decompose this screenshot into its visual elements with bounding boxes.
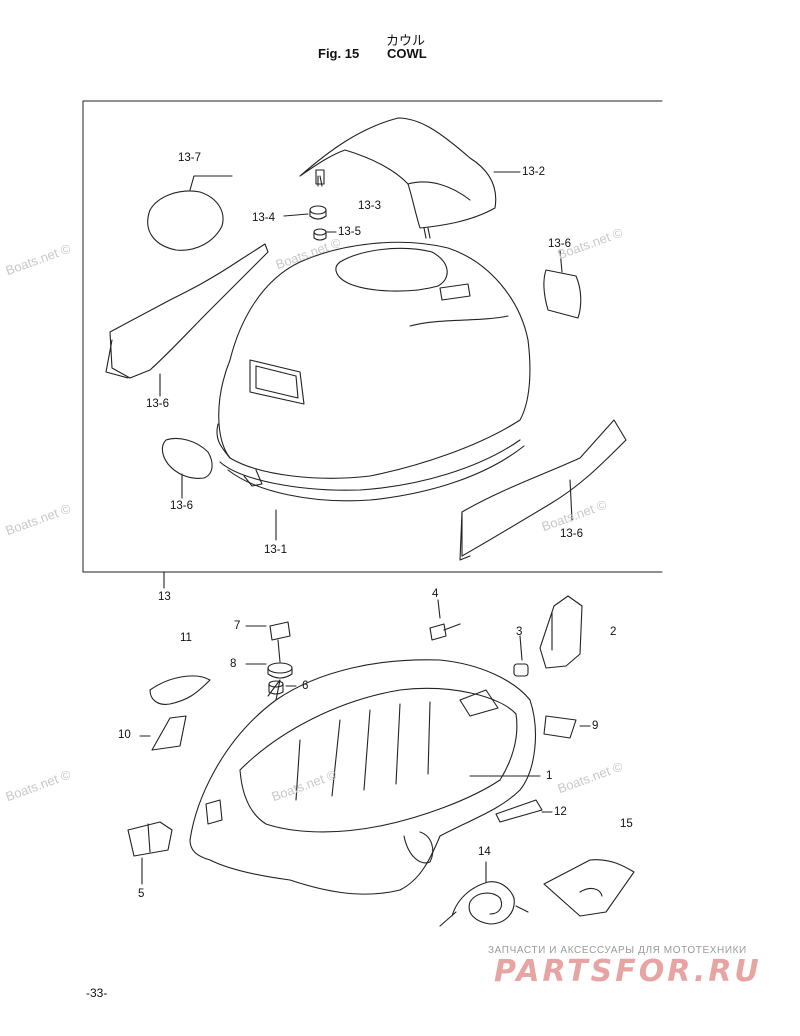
part-12-strip [495,799,543,823]
page-number: -33- [86,986,108,1000]
part-10-plate [151,715,187,751]
callout-8: 8 [230,658,237,670]
title-japanese: カウル [386,34,426,49]
part-8-washer [267,662,293,674]
part-15-bag [543,859,635,917]
part-13-4-washer [309,205,327,215]
callout-12: 12 [554,806,567,818]
callout-13-2: 13-2 [522,166,546,178]
brand-tagline: ЗАПЧАСТИ И АКСЕССУАРЫ ДЛЯ МОТОТЕХНИКИ [488,945,747,956]
callout-7: 7 [234,620,241,632]
group-13-frame [82,100,663,573]
callout-11: 11 [180,632,192,644]
part-13-6-right-decal [543,269,582,319]
callout-13-3: 13-3 [358,200,382,212]
callout-13-1: 13-1 [264,544,288,556]
callout-1: 1 [546,770,553,782]
callout-13-5: 13-5 [338,226,362,238]
callout-13: 13 [158,591,171,603]
part-7-bolt [269,621,291,663]
figure-title: COWL [387,46,427,61]
part-4-bolt [429,623,461,641]
callout-13-7: 13-7 [178,152,202,164]
part-1-lower-cowl [189,659,536,895]
part-13-2-handle-cover [299,117,497,229]
callout-10: 10 [118,729,131,741]
callout-13-6-side: 13-6 [170,500,194,512]
callout-15: 15 [620,818,633,830]
callout-6: 6 [302,680,309,692]
part-13-7-decal [147,190,224,251]
callout-13-6-left: 13-6 [146,398,170,410]
callout-13-6-right: 13-6 [548,238,572,250]
callout-13-4: 13-4 [252,212,276,224]
callout-13-6-bottom: 13-6 [560,528,584,540]
brand-logo: PARTSFOR.RU [494,954,762,989]
callout-5: 5 [138,888,145,900]
part-5-plug [127,821,173,857]
part-13-6-side-decal [161,437,213,479]
part-11-seal [149,675,211,705]
callout-2: 2 [610,626,617,638]
part-13-6-left-decal [109,243,269,379]
callout-9: 9 [592,720,599,732]
cowl-window [249,359,305,405]
part-3-grommet [513,663,529,677]
part-13-5-grommet [313,228,327,236]
part-14-spring [439,881,529,927]
callout-14: 14 [478,846,491,858]
part-9-pad [543,715,577,739]
part-13-6-bottom-decal [461,419,627,557]
part-13-1-top-cowl [218,241,531,479]
callout-3: 3 [516,626,523,638]
part-2-latch [539,595,583,669]
callout-4: 4 [432,588,439,600]
figure-label: Fig. 15 [318,46,360,61]
